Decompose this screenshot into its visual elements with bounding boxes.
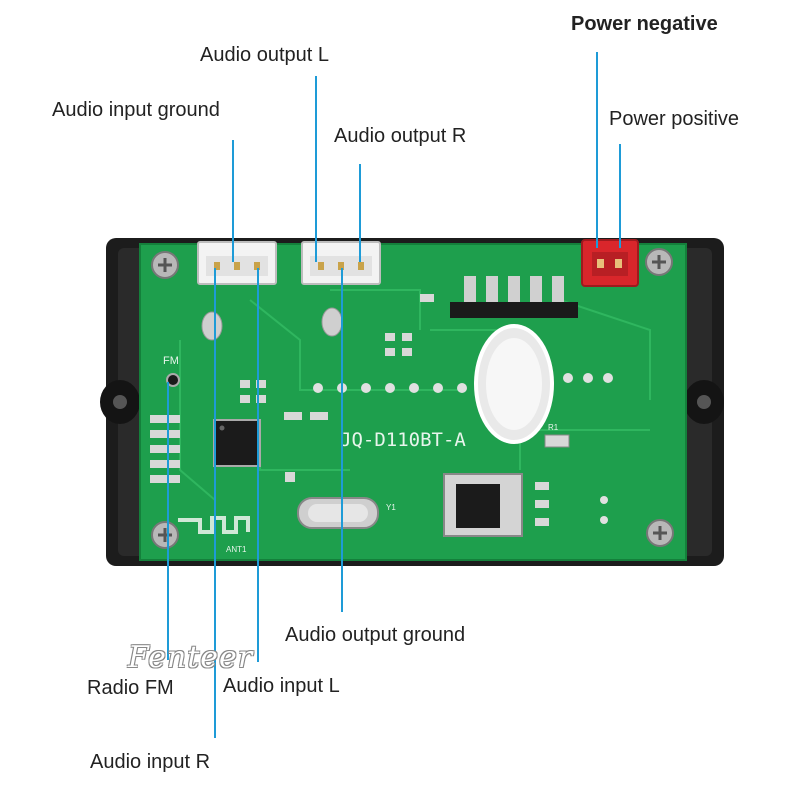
- crystal-marking: Y1: [386, 503, 396, 512]
- label-power-negative: Power negative: [571, 13, 718, 35]
- board-model-marking: JQ-D110BT-A: [340, 429, 466, 451]
- mounting-screws: [151, 248, 674, 549]
- power-connector: [581, 239, 639, 287]
- display-ribbon-pads: [450, 276, 578, 318]
- pcb-board: [139, 243, 687, 561]
- antenna-marking: ANT1: [226, 545, 247, 554]
- led-indicators: [201, 307, 343, 341]
- leader-lines: [167, 52, 621, 738]
- main-ic-chip: [213, 419, 261, 467]
- audio-input-connector: [197, 241, 277, 285]
- crystal-oscillator: [297, 497, 379, 529]
- smd-components: [150, 294, 608, 526]
- resistor-marking: R1: [548, 423, 559, 432]
- label-audio-output-ground: Audio output ground: [285, 624, 466, 646]
- label-audio-output-l: Audio output L: [200, 44, 329, 66]
- label-audio-input-r: Audio input R: [90, 751, 211, 773]
- fm-marking: FM: [163, 355, 179, 367]
- label-power-positive: Power positive: [609, 108, 740, 130]
- voltage-regulator: [443, 473, 523, 537]
- label-audio-input-l: Audio input L: [223, 675, 340, 697]
- label-audio-output-r: Audio output R: [334, 125, 467, 147]
- label-radio-fm: Radio FM: [87, 677, 174, 699]
- brand-watermark: Fenteer: [128, 640, 254, 675]
- label-audio-input-ground: Audio input ground: [52, 99, 220, 121]
- pcb-antenna: [178, 516, 250, 534]
- ir-sensor-window: [474, 324, 554, 444]
